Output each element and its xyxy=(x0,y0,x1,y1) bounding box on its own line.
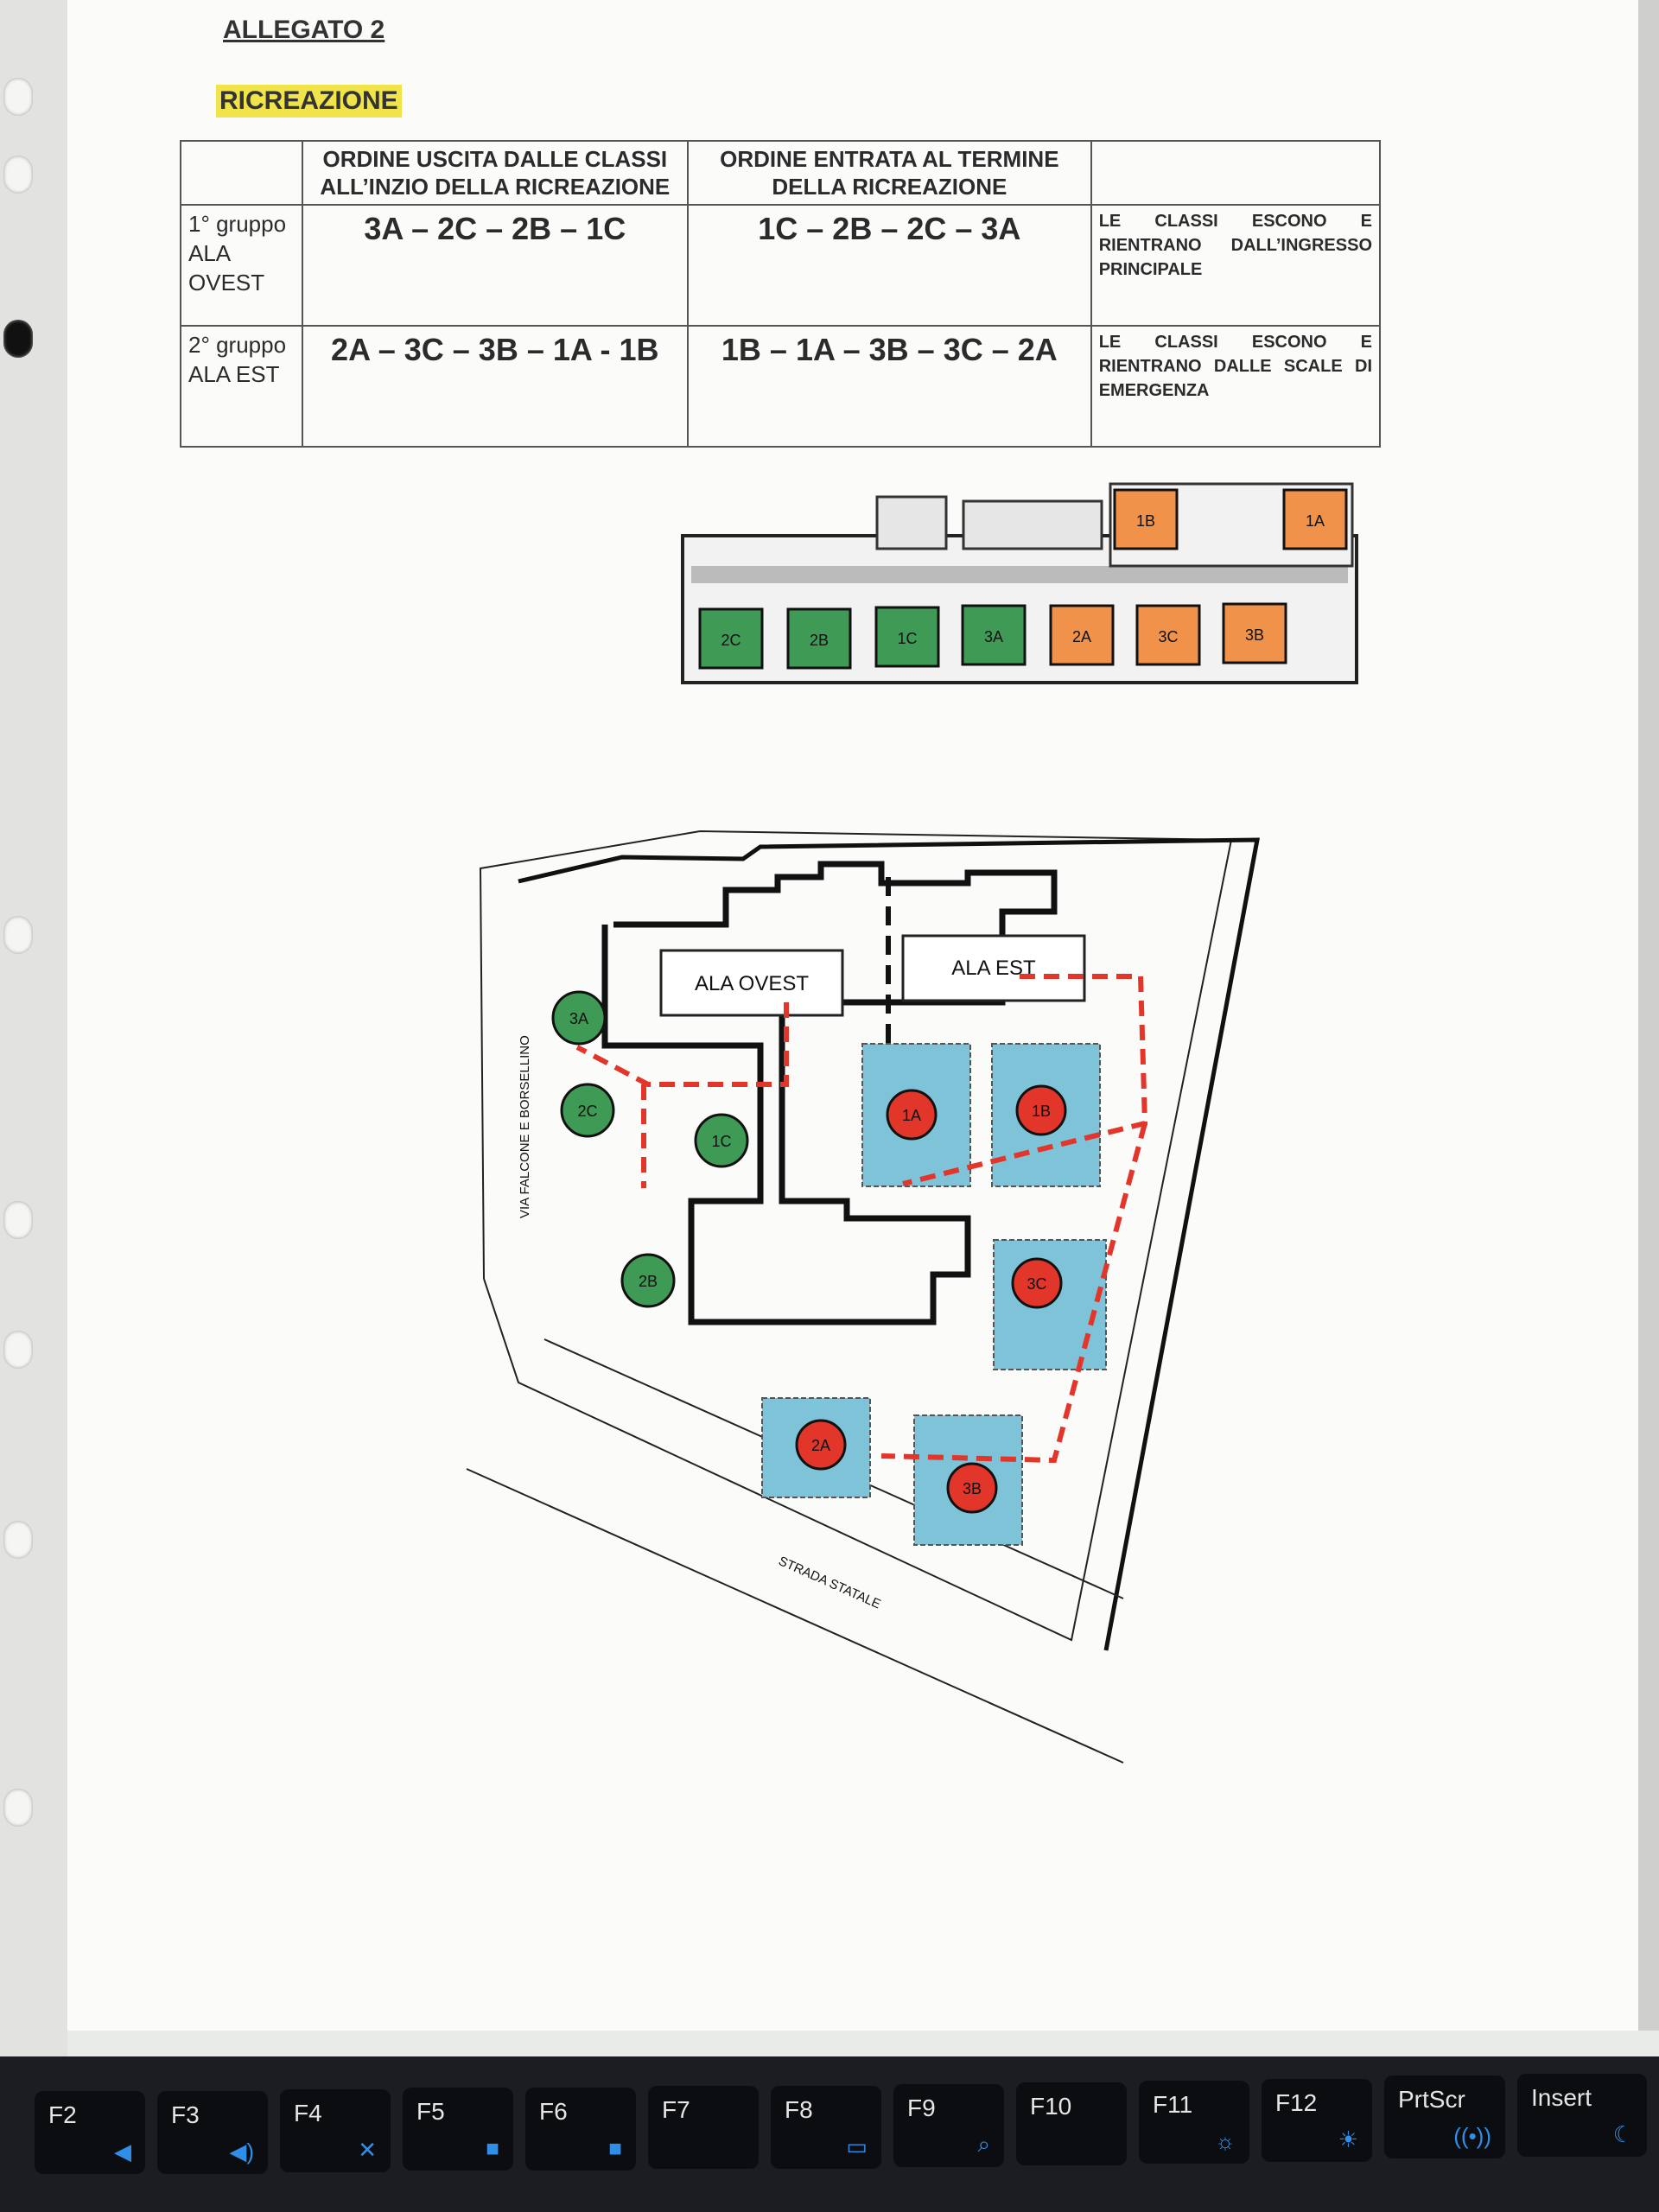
col-header-note xyxy=(1090,140,1382,206)
punch-hole xyxy=(3,1789,33,1827)
room-1a xyxy=(1282,488,1348,550)
exit-order-cell: 2A – 3C – 3B – 1A - 1B xyxy=(301,325,689,448)
punch-hole xyxy=(3,320,33,358)
punch-hole xyxy=(3,916,33,954)
wing-west-label: ALA OVEST xyxy=(695,972,809,995)
keyboard: F2◀ F3◀) F4✕ F5■ F6■ F7 F8▭ F9⌕ F10 F11☼… xyxy=(0,2056,1659,2212)
key-f9[interactable]: F9⌕ xyxy=(893,2084,1004,2167)
col-header-exit: ORDINE USCITA DALLE CLASSI ALL’INZIO DEL… xyxy=(301,140,689,206)
punch-hole xyxy=(3,1521,33,1559)
recess-order-table: ORDINE USCITA DALLE CLASSI ALL’INZIO DEL… xyxy=(180,140,1382,448)
room-3a xyxy=(961,604,1027,666)
allegato-title: ALLEGATO 2 xyxy=(223,16,385,44)
room-3b xyxy=(1222,602,1287,664)
exit-routes xyxy=(575,974,1148,1464)
class-label: 3C xyxy=(1027,1275,1046,1293)
key-prtscr[interactable]: PrtScr((•)) xyxy=(1384,2075,1505,2158)
class-marker xyxy=(946,1462,998,1514)
punch-hole xyxy=(3,1201,33,1239)
room-label: 1B xyxy=(1136,512,1155,530)
exit-order-cell: 3A – 2C – 2B – 1C xyxy=(301,204,689,327)
key-f7[interactable]: F7 xyxy=(648,2086,759,2169)
col-header-enter: ORDINE ENTRATA AL TERMINE DELLA RICREAZI… xyxy=(686,140,1092,206)
punch-hole xyxy=(3,78,33,116)
key-f11[interactable]: F11☼ xyxy=(1139,2081,1249,2164)
class-label: 1C xyxy=(711,1133,731,1150)
group-cell: 1° gruppo ALA OVEST xyxy=(180,204,303,327)
room-3c xyxy=(1135,604,1201,666)
class-marker xyxy=(560,1083,615,1138)
note-cell: LE CLASSI ESCONO E RIENTRANO DALL’INGRES… xyxy=(1090,204,1382,327)
class-label: 2C xyxy=(577,1103,597,1120)
class-label: 2B xyxy=(639,1273,658,1290)
key-f2[interactable]: F2◀ xyxy=(35,2091,145,2174)
room-label: 1A xyxy=(1306,512,1325,530)
class-marker xyxy=(620,1253,676,1308)
class-label: 3B xyxy=(963,1480,982,1497)
class-markers: 1A 1B 3C 2A 3B 3A 2C 1C 2B xyxy=(551,990,1067,1514)
site-plan: ALA OVEST ALA EST 1A 1B 3C 2A 3B 3A 2C 1… xyxy=(466,830,1261,1764)
enter-order-cell: 1B – 1A – 3B – 3C – 2A xyxy=(686,325,1092,448)
key-f3[interactable]: F3◀) xyxy=(157,2091,268,2174)
street-bottom-label: STRADA STATALE xyxy=(776,1554,882,1611)
room-1c xyxy=(874,606,940,668)
room-label: 2C xyxy=(721,632,741,649)
class-marker xyxy=(795,1419,847,1471)
room-2a xyxy=(1049,604,1115,666)
class-marker xyxy=(1011,1257,1063,1309)
punch-hole xyxy=(3,156,33,194)
room-label: 3C xyxy=(1158,628,1178,645)
table-row: 2° gruppo ALA EST 2A – 3C – 3B – 1A - 1B… xyxy=(180,325,1382,448)
room-2b xyxy=(786,607,852,670)
punch-hole xyxy=(3,1331,33,1369)
table-corner-cell xyxy=(180,140,303,206)
floor-plan: 2C 2B 1C 3A 2A 3C 3B 1B 1A xyxy=(681,482,1358,684)
note-cell: LE CLASSI ESCONO E RIENTRANO DALLE SCALE… xyxy=(1090,325,1382,448)
floor-plan-rooms: 2C 2B 1C 3A 2A 3C 3B 1B 1A xyxy=(698,488,1348,670)
binder-strip xyxy=(0,0,69,2074)
class-marker xyxy=(694,1113,749,1168)
room-label: 2B xyxy=(810,632,829,649)
room-1b xyxy=(1113,488,1179,550)
class-marker xyxy=(551,990,607,1046)
room-2c xyxy=(698,607,764,670)
street-left-label: VIA FALCONE E BORSELLINO xyxy=(518,1035,532,1218)
class-marker xyxy=(1015,1084,1067,1136)
key-f12[interactable]: F12☀ xyxy=(1262,2079,1372,2162)
key-f4[interactable]: F4✕ xyxy=(280,2089,391,2172)
key-f5[interactable]: F5■ xyxy=(403,2088,513,2171)
enter-order-cell: 1C – 2B – 2C – 3A xyxy=(686,204,1092,327)
class-label: 1A xyxy=(902,1107,921,1124)
room-label: 3A xyxy=(984,628,1003,645)
room-label: 3B xyxy=(1245,626,1264,644)
class-label: 3A xyxy=(569,1010,588,1027)
key-insert[interactable]: Insert☾ xyxy=(1517,2074,1647,2157)
class-label: 1B xyxy=(1032,1103,1051,1120)
group-cell: 2° gruppo ALA EST xyxy=(180,325,303,448)
key-f6[interactable]: F6■ xyxy=(525,2088,636,2171)
key-f10[interactable]: F10 xyxy=(1016,2082,1127,2165)
room-label: 1C xyxy=(897,630,917,647)
class-marker xyxy=(886,1089,938,1141)
room-label: 2A xyxy=(1072,628,1091,645)
key-f8[interactable]: F8▭ xyxy=(771,2086,881,2169)
table-row: 1° gruppo ALA OVEST 3A – 2C – 2B – 1C 1C… xyxy=(180,204,1382,327)
class-label: 2A xyxy=(811,1437,830,1454)
section-title: RICREAZIONE xyxy=(216,85,402,118)
